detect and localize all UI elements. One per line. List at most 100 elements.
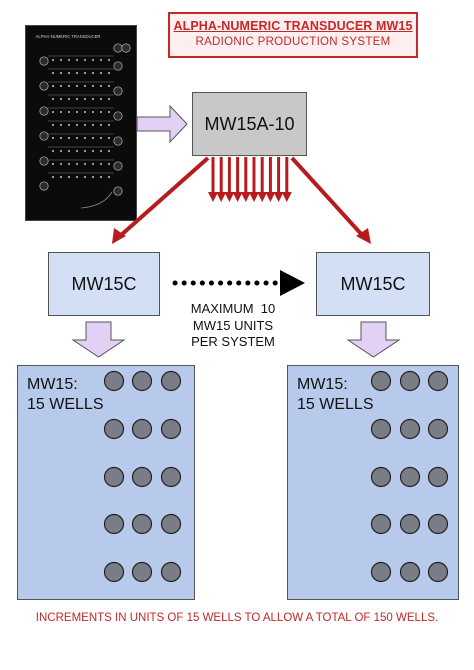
left-panel-line2: 15 WELLS	[27, 396, 104, 413]
device-row-dot	[100, 176, 102, 178]
well-circle	[370, 418, 392, 440]
red-output-arrowhead	[257, 192, 268, 202]
device-row-dot	[52, 150, 54, 152]
device-row-dot	[60, 98, 62, 100]
device-photo-rows	[48, 55, 114, 178]
device-row-dot	[84, 137, 86, 139]
red-output-arrowhead	[249, 192, 259, 202]
device-knob	[39, 131, 49, 141]
device-row-dot	[76, 72, 78, 74]
well-circle	[131, 513, 153, 535]
device-row-dot	[100, 98, 102, 100]
well-circle	[160, 418, 182, 440]
red-output-arrowhead	[208, 192, 218, 202]
device-row-dot	[100, 59, 102, 61]
device-row-dot	[108, 137, 110, 139]
device-row-dot	[76, 176, 78, 178]
device-knob	[39, 156, 49, 166]
red-output-arrowhead	[216, 192, 227, 202]
device-row-dot	[68, 85, 70, 87]
device-row-dot	[108, 98, 110, 100]
device-row-dot	[60, 150, 62, 152]
device-row-dot	[76, 98, 78, 100]
device-row-dot	[60, 176, 62, 178]
device-row-dot	[68, 124, 70, 126]
well-circle	[427, 370, 449, 392]
red-output-arrowhead	[273, 192, 284, 202]
well-circle	[399, 418, 421, 440]
well-circle	[103, 561, 125, 583]
device-row-dot	[100, 124, 102, 126]
device-row-dot	[52, 163, 54, 165]
device-row-dot	[92, 150, 94, 152]
well-circle	[399, 513, 421, 535]
device-row-dot	[100, 150, 102, 152]
device-row-dot	[108, 72, 110, 74]
device-row-dot	[108, 124, 110, 126]
well-circle	[370, 561, 392, 583]
device-row-dot	[68, 72, 70, 74]
well-circle	[160, 513, 182, 535]
device-row-dot	[60, 72, 62, 74]
title-main: ALPHA-NUMERIC TRANSDUCER MW15	[173, 19, 413, 33]
device-row-dot	[76, 124, 78, 126]
red-output-arrows	[208, 157, 292, 202]
well-circle	[399, 466, 421, 488]
device-row-dot	[84, 98, 86, 100]
device-row-dot	[68, 176, 70, 178]
device-row-dot	[52, 98, 54, 100]
limit-note: MAXIMUM 10 MW15 UNITS PER SYSTEM	[168, 301, 298, 351]
device-row-dot	[92, 85, 94, 87]
device-row-dot	[68, 150, 70, 152]
left-unit-label: MW15C	[71, 273, 137, 294]
dotted-arrow	[172, 270, 305, 296]
device-row-dot	[76, 85, 78, 87]
device-row-dot	[60, 124, 62, 126]
device-row-dot	[84, 72, 86, 74]
well-circle	[160, 370, 182, 392]
left-panel-label: MW15: 15 WELLS	[27, 375, 103, 415]
right-panel-line1: MW15:	[297, 376, 348, 393]
well-circle	[427, 561, 449, 583]
device-row-dot	[92, 163, 94, 165]
device-row-dot	[84, 59, 86, 61]
well-circle	[370, 513, 392, 535]
input-arrow	[136, 104, 188, 144]
device-row-dot	[60, 137, 62, 139]
device-knob	[113, 111, 123, 121]
left-wells-grid	[103, 370, 182, 583]
main-unit-box: MW15A-10	[192, 92, 307, 156]
device-row-dot	[92, 72, 94, 74]
well-circle	[427, 418, 449, 440]
device-knob	[113, 61, 123, 71]
device-row-dot	[108, 111, 110, 113]
limit-note-line1: MAXIMUM 10	[190, 301, 276, 316]
red-arrow-left	[112, 156, 210, 244]
title-subtitle: RADIONIC PRODUCTION SYSTEM	[195, 36, 391, 48]
device-row-dot	[76, 163, 78, 165]
device-row-dot	[68, 111, 70, 113]
red-output-arrowhead	[281, 192, 292, 202]
well-circle	[399, 370, 421, 392]
limit-note-line2: MW15 UNITS	[192, 317, 274, 333]
well-circle	[370, 466, 392, 488]
right-down-arrow	[346, 321, 401, 358]
red-arrow-right	[290, 156, 371, 244]
footer-note: INCREMENTS IN UNITS OF 15 WELLS TO ALLOW…	[35, 612, 439, 624]
device-row-dot	[92, 98, 94, 100]
device-row-dot	[68, 163, 70, 165]
device-row-dot	[100, 163, 102, 165]
well-circle	[427, 513, 449, 535]
right-wells-grid	[370, 370, 449, 583]
device-row-dot	[68, 59, 70, 61]
well-circle	[131, 561, 153, 583]
device-row-dot	[92, 59, 94, 61]
device-photo-heading: ALPHA-NUMERIC TRANSDUCER	[36, 34, 101, 39]
device-row-dot	[60, 85, 62, 87]
device-row-dot	[92, 124, 94, 126]
well-circle	[399, 561, 421, 583]
well-circle	[103, 418, 125, 440]
device-row-dot	[52, 137, 54, 139]
well-circle	[131, 370, 153, 392]
right-unit-box: MW15C	[316, 252, 430, 316]
